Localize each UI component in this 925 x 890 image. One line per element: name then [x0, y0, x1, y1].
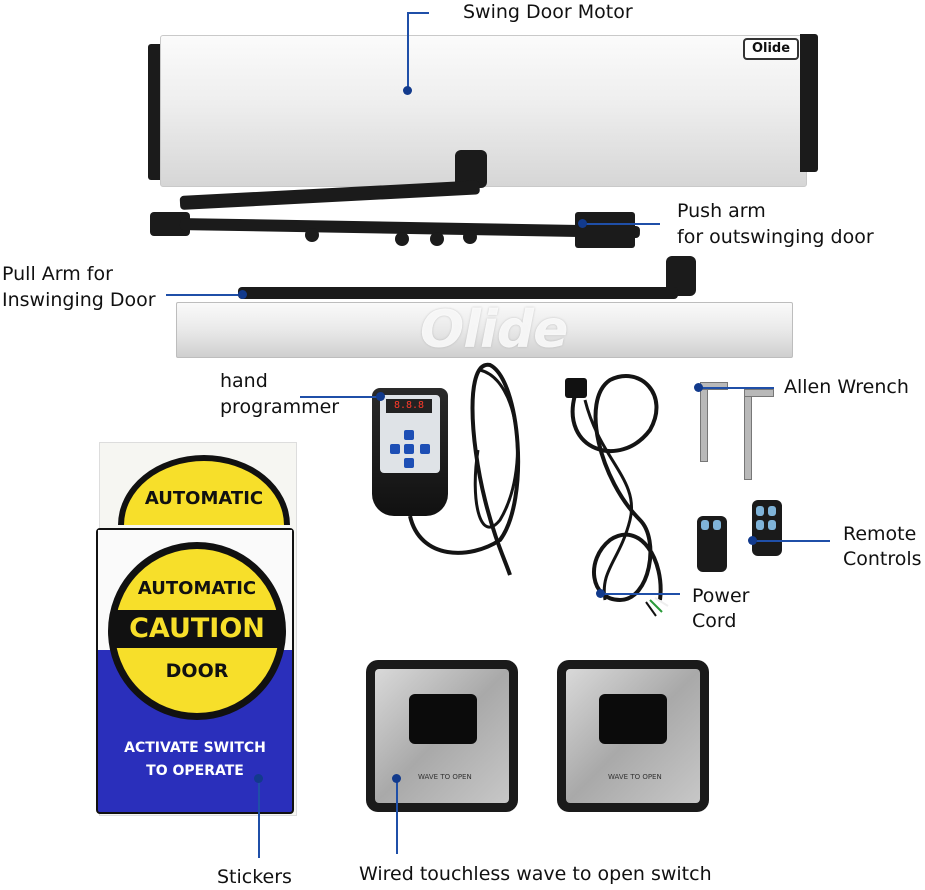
pull-arm: [238, 287, 678, 299]
sticker-door-text: DOOR: [165, 660, 229, 682]
push-arm-bolt: [305, 228, 319, 242]
label-allen-wrench: Allen Wrench: [784, 376, 909, 398]
leader-line: [700, 387, 774, 389]
programmer-button: [390, 444, 400, 454]
sticker-small-text: AUTOMATIC: [144, 488, 264, 509]
programmer-button: [404, 430, 414, 440]
programmer-cable: [408, 362, 521, 576]
leader-dot: [578, 219, 587, 228]
sticker-small: [118, 455, 290, 525]
leader-dot: [376, 392, 385, 401]
power-cord: [570, 374, 663, 603]
leader-line: [407, 12, 429, 14]
leader-line: [752, 540, 830, 542]
sticker-caution-text: CAUTION: [129, 613, 265, 644]
label-pull-arm-2: Inswinging Door: [2, 289, 156, 311]
leader-dot: [748, 536, 757, 545]
remote-button: [701, 520, 709, 530]
switch-sensor-window: [409, 694, 477, 744]
remote-button: [768, 506, 776, 516]
leader-dot: [238, 290, 247, 299]
label-push-arm-1: Push arm: [677, 200, 766, 222]
label-programmer-1: hand: [220, 370, 268, 392]
push-arm-bolt: [430, 232, 444, 246]
leader-line: [600, 593, 680, 595]
label-remote-1: Remote: [843, 523, 917, 545]
remote-button: [756, 520, 764, 530]
allen-wrench-long-arm: [700, 384, 708, 462]
programmer-cable-loop: [473, 368, 519, 529]
allen-wrench-long-arm: [744, 392, 752, 480]
programmer-button: [420, 444, 430, 454]
remote-button: [713, 520, 721, 530]
brand-badge: Olide: [743, 38, 799, 60]
remote-button: [768, 520, 776, 530]
power-plug: [565, 378, 587, 398]
motor-end-cap-right: [800, 34, 818, 172]
programmer-button: [404, 458, 414, 468]
label-swing-door-motor: Swing Door Motor: [463, 1, 633, 23]
label-stickers: Stickers: [217, 866, 292, 888]
label-programmer-2: programmer: [220, 396, 340, 418]
switch-caption: WAVE TO OPEN: [608, 773, 662, 781]
switch-caption: WAVE TO OPEN: [418, 773, 472, 781]
leader-dot: [694, 383, 703, 392]
switch-sensor-window: [599, 694, 667, 744]
leader-dot: [403, 86, 412, 95]
sticker-operate-text: TO OPERATE: [146, 763, 244, 779]
pull-arm-track: [176, 302, 793, 358]
push-arm-bolt: [395, 232, 409, 246]
push-arm-bracket: [575, 212, 635, 248]
sticker-activate-text: ACTIVATE SWITCH: [124, 740, 266, 756]
label-power-2: Cord: [692, 610, 737, 632]
programmer-display: 8.8.8: [386, 399, 432, 413]
leader-dot: [392, 774, 401, 783]
leader-dot: [596, 589, 605, 598]
leader-line: [258, 778, 260, 858]
push-arm-bolt: [463, 230, 477, 244]
label-remote-2: Controls: [843, 548, 922, 570]
label-push-arm-2: for outswinging door: [677, 226, 874, 248]
leader-line: [166, 294, 242, 296]
leader-line: [396, 778, 398, 854]
leader-dot: [254, 774, 263, 783]
remote-button: [756, 506, 764, 516]
leader-line: [582, 223, 660, 225]
leader-line: [300, 396, 380, 398]
watermark-logo: Olide: [420, 300, 568, 360]
programmer-button: [404, 444, 414, 454]
label-pull-arm-1: Pull Arm for: [2, 263, 113, 285]
sticker-caution-band: [114, 610, 280, 648]
power-cord-strand: [583, 399, 633, 601]
leader-line: [407, 12, 409, 90]
label-touchless-switch: Wired touchless wave to open switch: [359, 863, 712, 885]
sticker-automatic-text: AUTOMATIC: [137, 578, 257, 599]
label-power-1: Power: [692, 585, 750, 607]
allen-wrench-short-arm: [744, 389, 774, 397]
